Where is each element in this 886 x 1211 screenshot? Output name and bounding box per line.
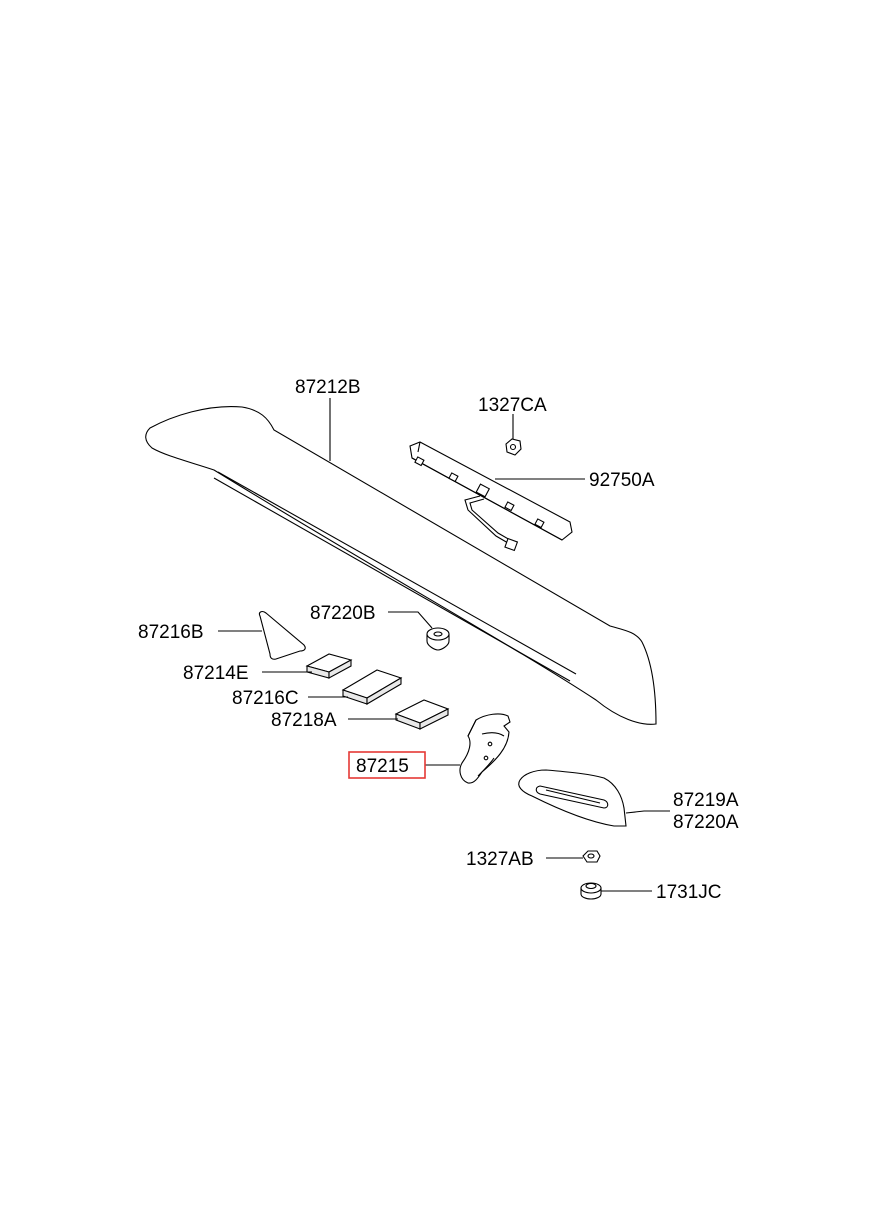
label-bracket[interactable]: 87215 [356,756,409,777]
nut-bottom-part[interactable] [582,850,601,863]
grommet-part[interactable] [426,627,450,651]
label-spoiler[interactable]: 87212B [295,377,361,398]
label-pad-large[interactable]: 87218A [271,710,337,731]
label-cover-b[interactable]: 87220A [673,812,739,833]
pad-triangle-part[interactable] [258,611,306,660]
label-pad-small[interactable]: 87214E [183,663,249,684]
label-nut-bottom[interactable]: 1327AB [466,849,534,870]
label-plug[interactable]: 1731JC [656,882,722,903]
bracket-part[interactable] [459,713,511,784]
spoiler-part[interactable] [145,405,657,725]
label-cover-a[interactable]: 87219A [673,790,739,811]
bracket-label-highlight [348,751,426,779]
leader-grommet [388,611,433,629]
nut-top-part[interactable] [505,438,522,456]
label-stop-lamp[interactable]: 92750A [589,470,655,491]
plug-part[interactable] [580,882,602,900]
label-nut-top[interactable]: 1327CA [478,395,547,416]
label-grommet[interactable]: 87220B [310,603,376,624]
pad-medium-part[interactable] [341,669,403,705]
stop-lamp-part[interactable] [409,441,573,552]
pad-small-part[interactable] [305,653,353,679]
label-pad-medium[interactable]: 87216C [232,688,299,709]
cover-part[interactable] [518,769,627,827]
label-pad-triangle[interactable]: 87216B [138,622,204,643]
pad-large-part[interactable] [394,699,450,730]
leader-cover [625,810,670,814]
